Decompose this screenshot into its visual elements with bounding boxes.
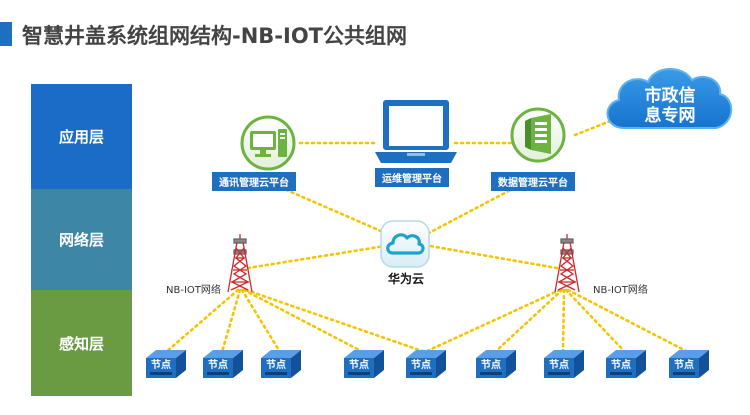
link-lt-n4 <box>242 288 365 354</box>
huawei-cloud-label: 华为云 <box>388 272 425 286</box>
sensor-node: 节点 <box>203 350 243 378</box>
sensor-node-label: 节点 <box>674 358 694 371</box>
link-rt-n9 <box>566 288 690 354</box>
nbiot-right-label: NB-IOT网络 <box>593 285 648 296</box>
sensor-node: 节点 <box>606 350 646 378</box>
left-tower-icon <box>227 234 253 293</box>
link-data-huawei <box>423 183 522 237</box>
link-comm-huawei <box>273 183 392 237</box>
link-lt-n2 <box>220 288 242 354</box>
sensor-node-label: 节点 <box>151 358 171 371</box>
sensor-node: 节点 <box>344 350 384 378</box>
sensor-node-label: 节点 <box>266 358 286 371</box>
sensor-nodes: 节点 节点 节点 节点 节点 节点 节点 节点 节点 <box>146 350 709 378</box>
link-lt-n3 <box>240 288 282 354</box>
link-lt-n5 <box>244 288 427 354</box>
link-lt-n1 <box>164 288 240 354</box>
municipal-cloud-icon <box>606 67 733 129</box>
sensor-node-label: 节点 <box>549 358 569 371</box>
connection-links <box>164 116 690 354</box>
right-tower-icon <box>554 234 580 293</box>
title-accent-bar <box>0 22 12 46</box>
sensor-node: 节点 <box>146 350 186 378</box>
sensor-node-label: 节点 <box>208 358 228 371</box>
link-rt-n5 <box>423 288 562 354</box>
data-platform-label: 数据管理云平台 <box>491 172 575 191</box>
sensor-node: 节点 <box>406 350 446 378</box>
perception-layer-band: 感知层 <box>31 290 132 396</box>
ops-platform-label: 运维管理平台 <box>375 168 449 187</box>
sensor-node-label: 节点 <box>481 358 501 371</box>
municipal-network-line1: 市政信 <box>644 86 696 106</box>
laptop-icon <box>375 100 457 163</box>
link-left-tower-huawei <box>246 244 387 270</box>
sensor-node-label: 节点 <box>349 358 369 371</box>
server-icon <box>510 107 566 163</box>
computer-icon <box>240 115 296 171</box>
comm-platform-label: 通讯管理云平台 <box>212 172 296 191</box>
application-layer-label: 应用层 <box>58 128 104 146</box>
perception-layer-label: 感知层 <box>58 334 104 353</box>
sensor-node-label: 节点 <box>411 358 431 371</box>
huawei-cloud-icon <box>380 220 430 268</box>
application-layer-band: 应用层 <box>31 84 132 189</box>
municipal-network-label: 市政信 息专网 <box>640 86 700 126</box>
page-title: 智慧井盖系统组网结构-NB-IOT公共组网 <box>22 24 408 48</box>
sensor-node: 节点 <box>261 350 301 378</box>
municipal-network-line2: 息专网 <box>644 106 696 126</box>
link-rt-n6 <box>493 288 564 354</box>
sensor-node: 节点 <box>476 350 516 378</box>
network-layer-band: 网络层 <box>31 189 132 290</box>
sensor-node: 节点 <box>544 350 584 378</box>
link-rt-n8 <box>564 288 627 354</box>
nbiot-left-label: NB-IOT网络 <box>166 285 221 296</box>
link-right-tower-huawei <box>428 244 559 270</box>
sensor-node-label: 节点 <box>611 358 631 371</box>
sensor-node: 节点 <box>669 350 709 378</box>
network-layer-label: 网络层 <box>58 231 104 249</box>
link-rt-n7 <box>561 288 566 354</box>
